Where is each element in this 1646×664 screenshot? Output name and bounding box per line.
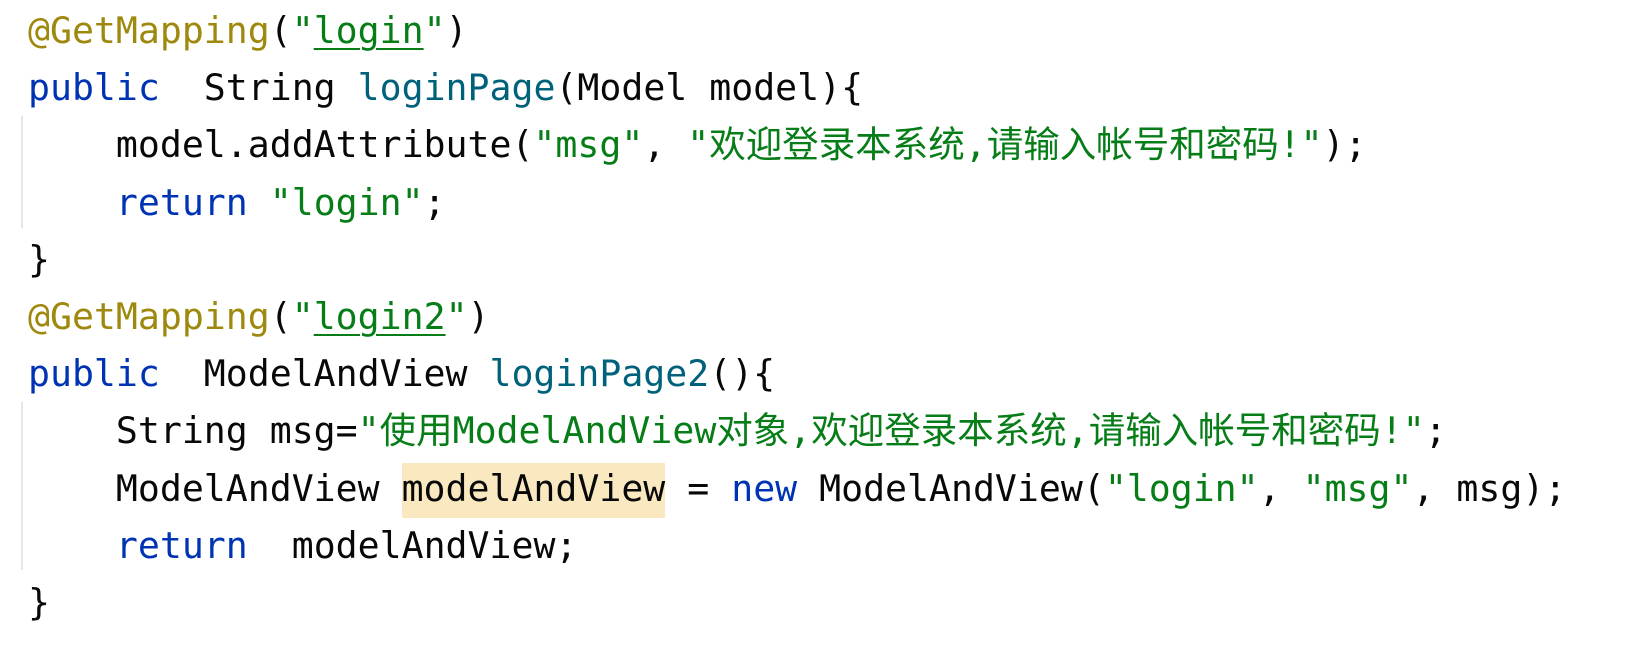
code-token: String <box>159 66 358 110</box>
method-name-token: loginPage <box>357 66 556 110</box>
code-line[interactable]: String msg="使用ModelAndView对象,欢迎登录本系统,请输入… <box>28 402 1566 459</box>
code-token: } <box>28 580 50 624</box>
code-token: ModelAndView <box>28 466 402 510</box>
string-literal-token: " <box>423 9 446 52</box>
code-token <box>28 524 116 567</box>
code-token: ) <box>445 9 468 52</box>
code-token: } <box>28 237 50 281</box>
code-token: ModelAndView <box>159 352 490 396</box>
code-line[interactable]: @GetMapping("login2") <box>28 288 1566 345</box>
string-literal-token: "msg" <box>533 123 644 167</box>
code-token: = <box>665 466 732 510</box>
code-line[interactable]: } <box>28 574 1566 631</box>
code-content[interactable]: @GetMapping("login")public String loginP… <box>28 2 1566 631</box>
string-literal-token: "login" <box>1104 466 1259 510</box>
annotation-token: @GetMapping <box>28 294 270 338</box>
code-token: ); <box>1322 123 1367 167</box>
code-line[interactable]: return modelAndView; <box>28 517 1566 574</box>
code-token: String msg= <box>28 409 358 453</box>
code-line[interactable]: public ModelAndView loginPage2(){ <box>28 345 1566 402</box>
string-literal-token: "欢迎登录本系统,请输入帐号和密码!" <box>687 123 1323 167</box>
code-line[interactable]: ModelAndView modelAndView = new ModelAnd… <box>28 460 1567 518</box>
code-line[interactable]: return "login"; <box>28 174 1566 231</box>
indent-guide <box>21 116 23 228</box>
string-literal-token: "msg" <box>1302 466 1413 510</box>
code-token: modelAndView; <box>247 523 578 567</box>
code-token: ModelAndView( <box>797 466 1105 510</box>
code-line[interactable]: } <box>28 231 1566 288</box>
annotation-token: @GetMapping <box>28 9 270 52</box>
code-line[interactable]: @GetMapping("login") <box>28 2 1566 59</box>
string-literal-token: login2 <box>313 294 446 338</box>
code-token: , msg); <box>1412 466 1567 510</box>
string-literal-token: login <box>313 9 424 52</box>
code-token: , <box>643 123 688 167</box>
string-literal-token: "login" <box>269 180 424 224</box>
code-token: model.addAttribute( <box>28 123 534 167</box>
code-line[interactable]: public String loginPage(Model model){ <box>28 59 1566 116</box>
indent-guide <box>21 402 23 570</box>
code-token: ; <box>1424 409 1447 453</box>
code-token: ; <box>423 180 446 224</box>
code-token <box>28 181 116 224</box>
string-literal-token: " <box>291 9 314 52</box>
keyword-token: return <box>115 523 248 567</box>
string-literal-token: " <box>445 294 468 338</box>
code-token: (){ <box>709 352 776 396</box>
keyword-token: return <box>115 180 248 224</box>
code-token: , <box>1258 466 1303 510</box>
string-literal-token: " <box>291 294 314 338</box>
code-token: ( <box>269 9 292 52</box>
string-literal-token: "使用ModelAndView对象,欢迎登录本系统,请输入帐号和密码!" <box>357 409 1425 453</box>
keyword-token: public <box>28 352 160 396</box>
code-token: ( <box>269 294 292 338</box>
keyword-token: new <box>731 466 798 510</box>
highlighted-identifier-token: modelAndView <box>401 462 666 518</box>
keyword-token: public <box>28 66 160 110</box>
code-token <box>248 181 270 224</box>
method-name-token: loginPage2 <box>489 352 710 396</box>
code-token: (Model model){ <box>555 66 864 110</box>
code-line[interactable]: model.addAttribute("msg", "欢迎登录本系统,请输入帐号… <box>28 116 1566 173</box>
code-token: ) <box>467 294 490 338</box>
